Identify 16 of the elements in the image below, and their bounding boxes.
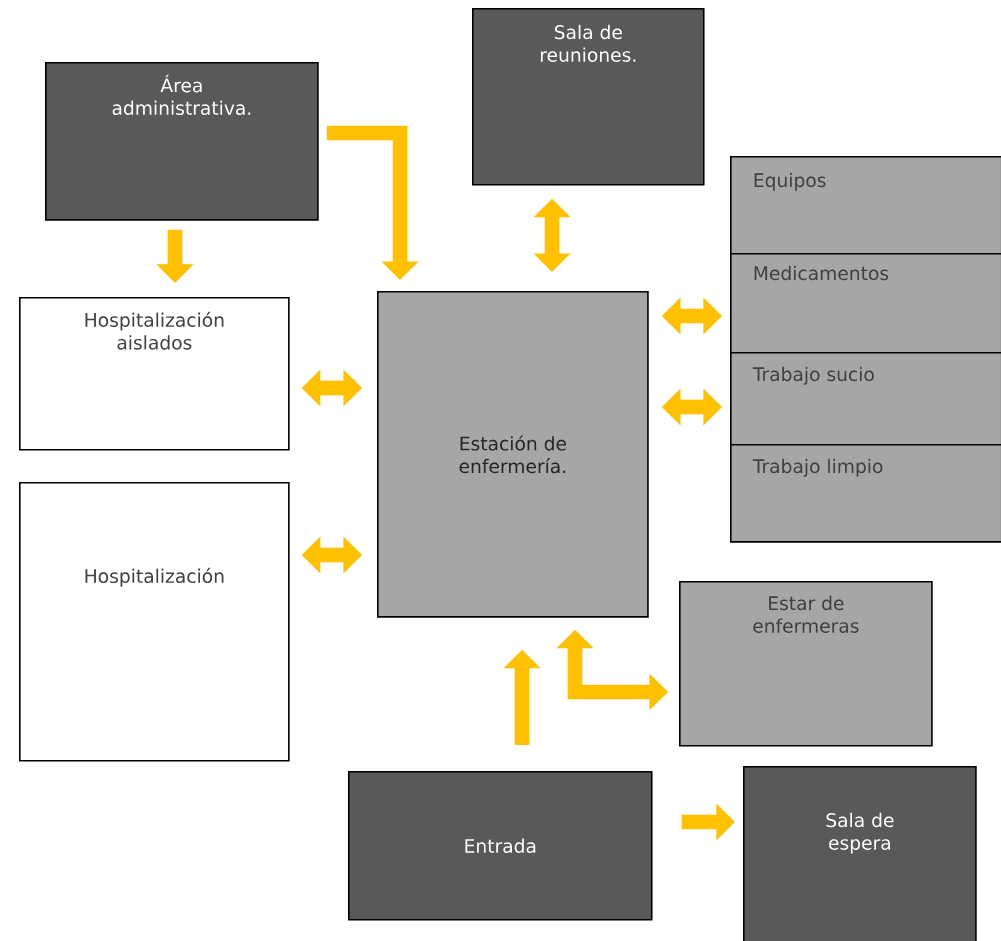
room-box: Área administrativa. [45, 62, 319, 221]
room-box: Medicamentos [730, 253, 1001, 354]
room-box: Entrada [348, 771, 653, 921]
room-box: Trabajo sucio [730, 352, 1001, 446]
room-box: Hospitalización aislados [19, 297, 290, 451]
room-box: Hospitalización [19, 482, 290, 762]
room-box: Trabajo limpio [730, 444, 1001, 543]
block-arrow [326, 125, 419, 280]
room-box: Equipos [730, 156, 1001, 255]
node-label: Medicamentos [754, 265, 889, 281]
room-box: Sala de reuniones. [472, 8, 705, 186]
node-label: Trabajo sucio [752, 366, 874, 385]
node-label: Equipos [754, 172, 826, 191]
room-box: Estación de enfermería. [377, 291, 649, 618]
room-box: Estar de enfermeras [679, 581, 933, 747]
room-box: Sala de espera [743, 766, 977, 941]
